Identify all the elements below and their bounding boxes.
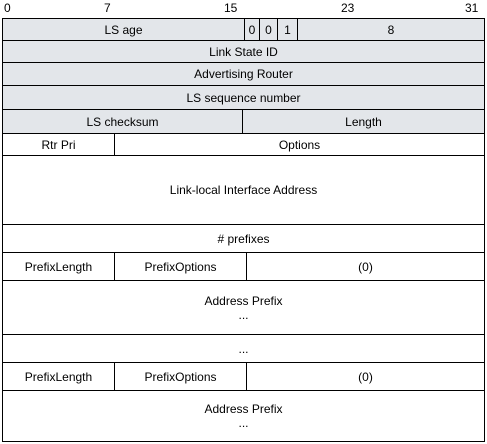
s1-bit-field: 1 [277, 18, 298, 41]
ls-sequence-number-field: LS sequence number [2, 85, 485, 110]
bit-label-15: 15 [224, 1, 238, 15]
ls-type-field: 8 [297, 18, 485, 41]
prefix-length-field: PrefixLength [2, 252, 115, 281]
s2-bit-field: 0 [259, 18, 278, 41]
rtr-pri-field: Rtr Pri [2, 133, 115, 156]
reserved-field: (0) [246, 252, 485, 281]
address-prefix-label: Address Prefix [204, 293, 283, 308]
prefix-length-field: PrefixLength [2, 362, 115, 391]
more-prefixes-row: ... [2, 334, 485, 363]
options-field: Options [114, 133, 485, 156]
link-local-address-field: Link-local Interface Address [2, 155, 485, 225]
address-prefix-field: Address Prefix ... [2, 280, 485, 335]
num-prefixes-field: # prefixes [2, 224, 485, 253]
prefix-options-field: PrefixOptions [114, 362, 247, 391]
address-prefix-continuation: ... [238, 307, 249, 322]
reserved-field: (0) [246, 362, 485, 391]
ls-checksum-field: LS checksum [2, 109, 243, 134]
bit-label-7: 7 [104, 1, 111, 15]
link-state-id-field: Link State ID [2, 40, 485, 63]
bit-label-31: 31 [465, 1, 479, 15]
u-bit-field: 0 [244, 18, 260, 41]
length-field: Length [242, 109, 485, 134]
address-prefix-continuation: ... [238, 416, 249, 430]
bit-label-23: 23 [341, 1, 355, 15]
advertising-router-field: Advertising Router [2, 62, 485, 86]
address-prefix-label: Address Prefix [204, 402, 283, 416]
prefix-options-field: PrefixOptions [114, 252, 247, 281]
bit-label-0: 0 [4, 1, 11, 15]
ls-age-field: LS age [2, 18, 245, 41]
address-prefix-field: Address Prefix ... [2, 390, 485, 442]
